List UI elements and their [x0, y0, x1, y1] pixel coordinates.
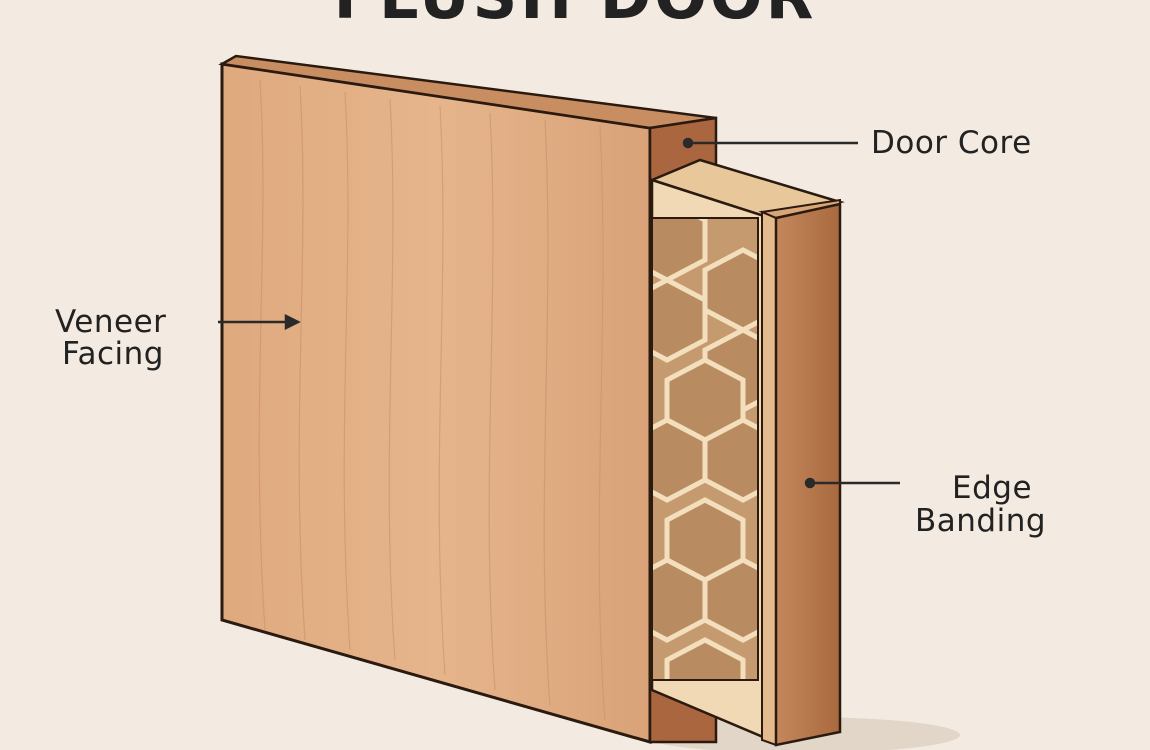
edge-banding-face — [774, 202, 842, 747]
wood-grain — [258, 79, 606, 721]
label-veneer-line1: Veneer — [55, 304, 167, 340]
honeycomb-core — [652, 218, 758, 680]
label-door-core: Door Core — [871, 125, 1032, 161]
label-veneer-line2: Facing — [62, 336, 164, 372]
edge-banding-dot — [804, 477, 816, 489]
door-core-dot — [682, 137, 694, 149]
label-edge-line1: Edge — [952, 470, 1033, 506]
veneer-arrow-icon — [284, 313, 301, 331]
veneer-facing-face — [220, 62, 652, 744]
leader-lines — [218, 137, 900, 489]
label-edge-line2: Banding — [915, 503, 1047, 539]
diagram-title: FLUSH DOOR — [0, 0, 1150, 33]
edge-banding — [761, 210, 777, 747]
